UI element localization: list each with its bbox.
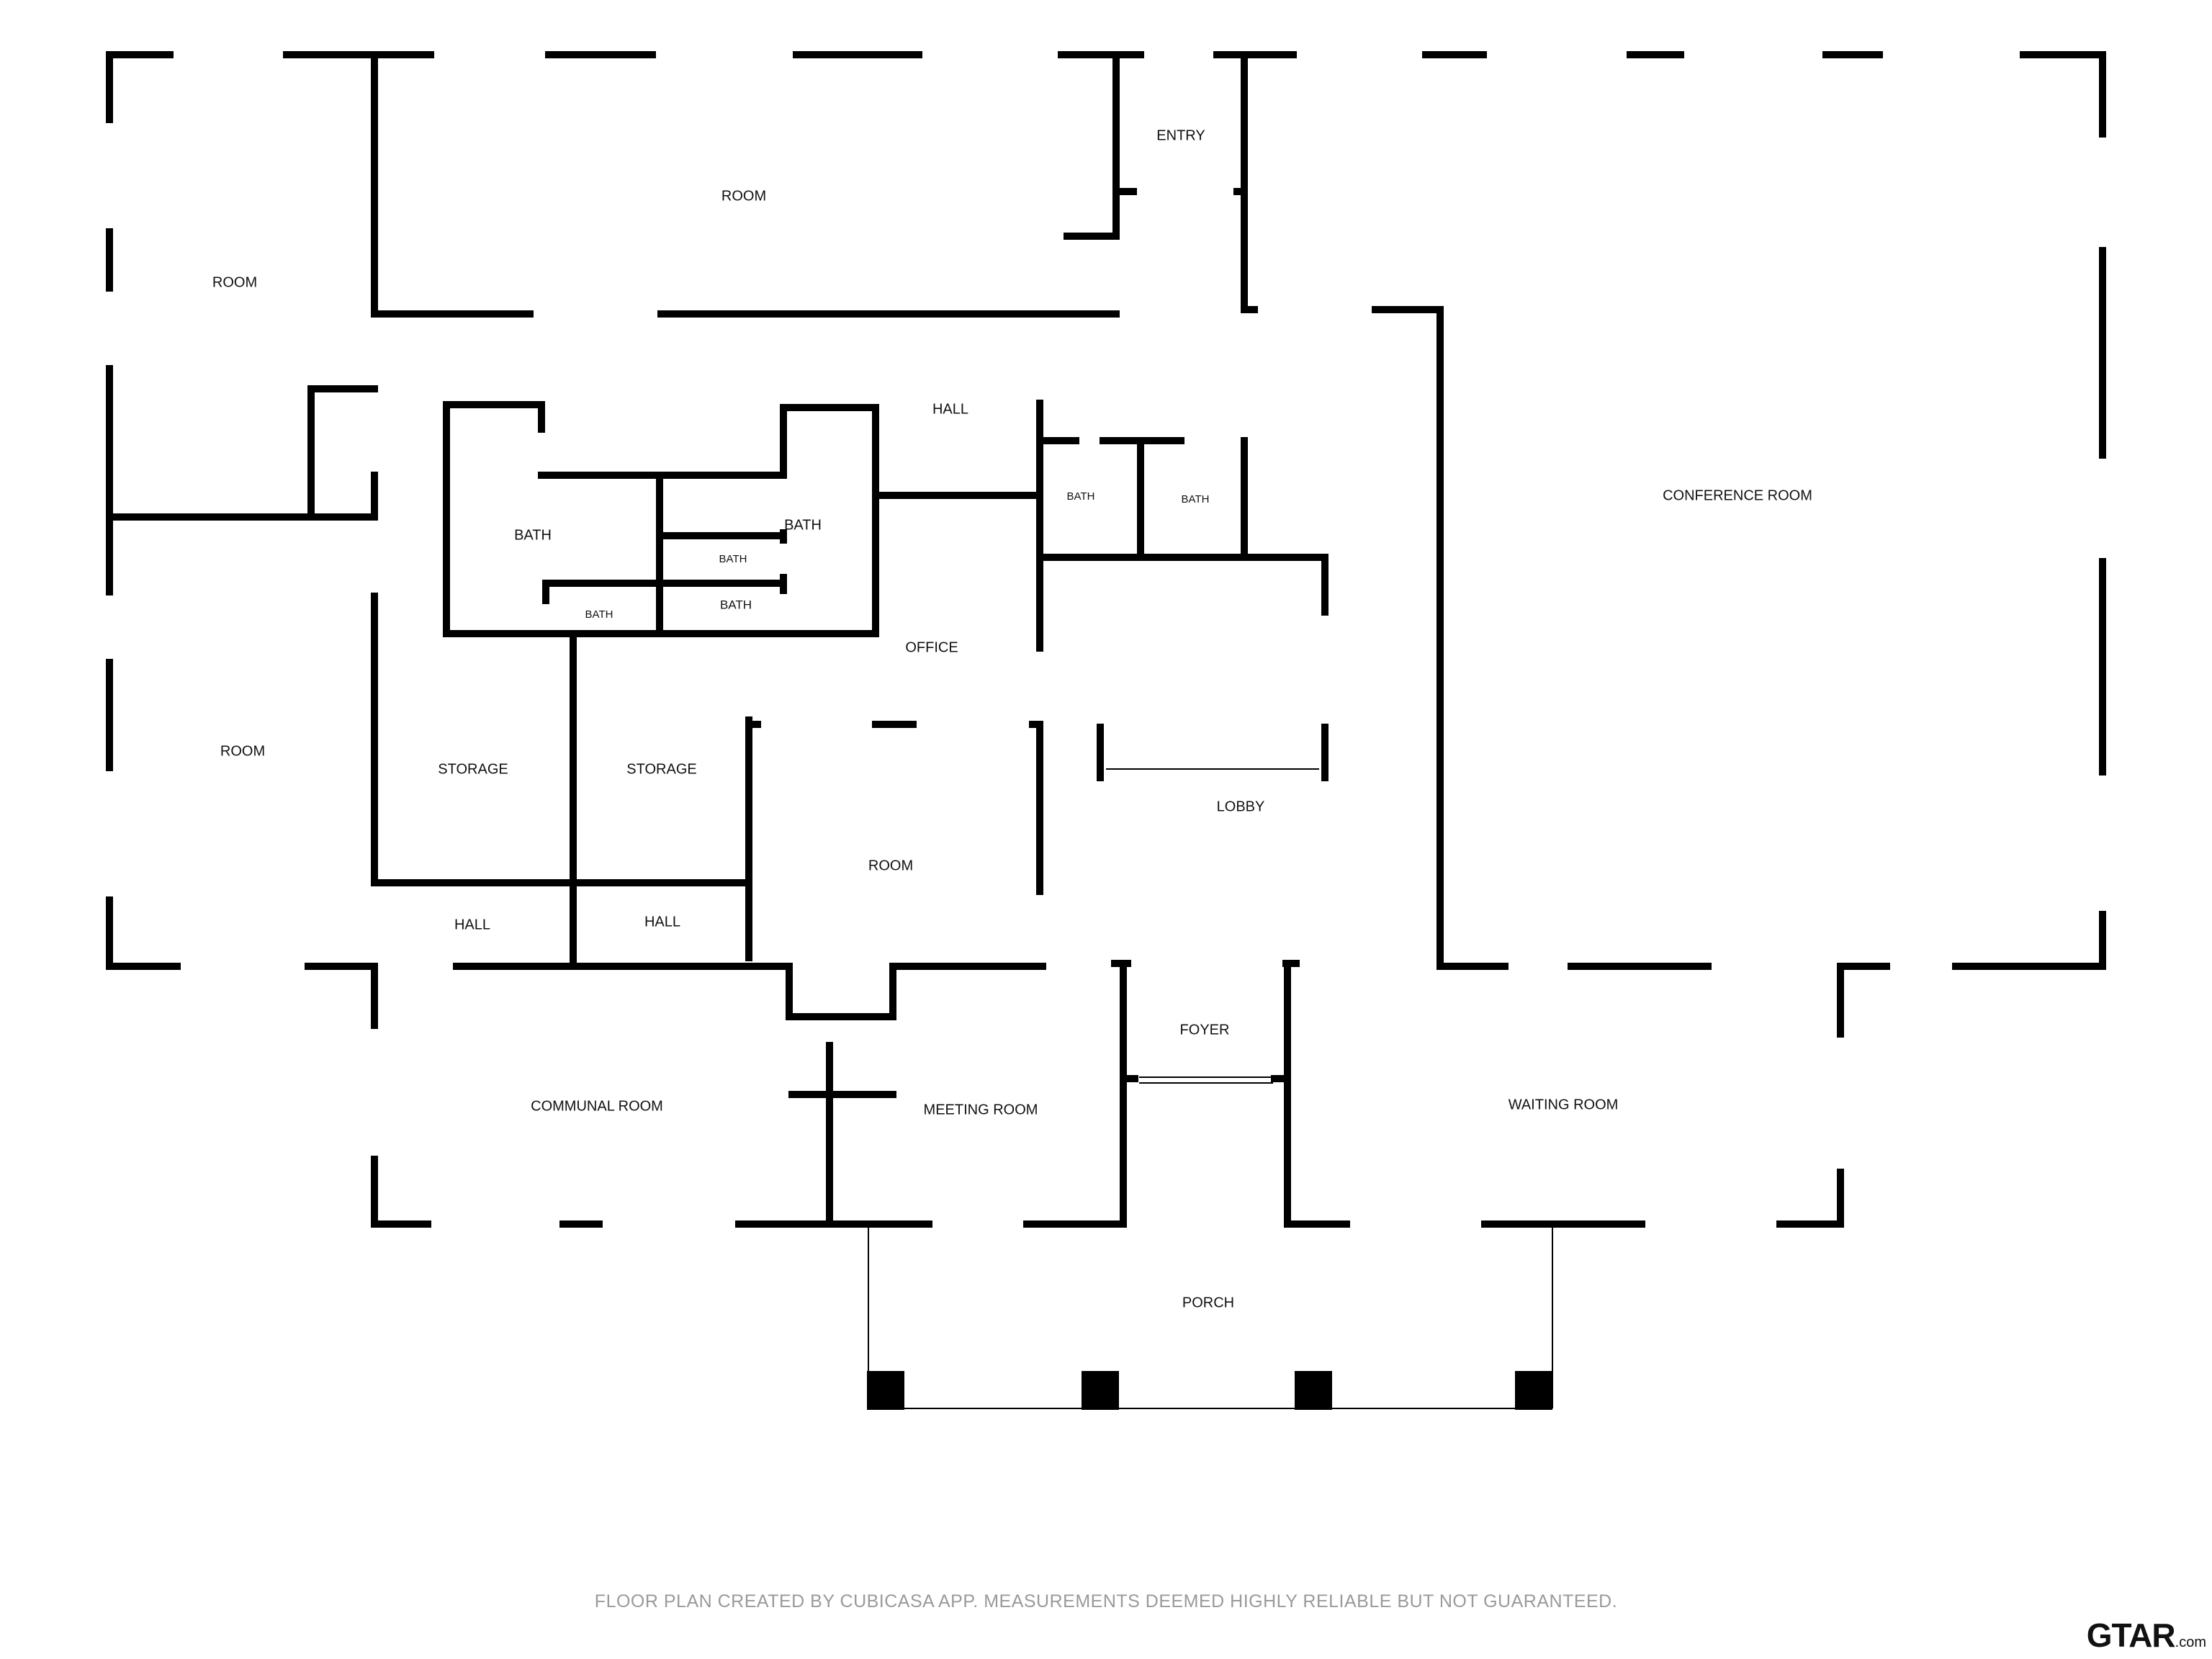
walls bbox=[106, 51, 2106, 1228]
bath-1-label: BATH bbox=[514, 527, 552, 543]
lobby-label: LOBBY bbox=[1217, 799, 1265, 814]
thin-lines bbox=[868, 768, 1553, 1409]
room-nw-label: ROOM bbox=[212, 274, 257, 290]
porch-label: PORCH bbox=[1182, 1295, 1234, 1310]
bath-3-label: BATH bbox=[719, 553, 747, 565]
bath-6-label: BATH bbox=[1067, 490, 1095, 503]
waiting-room-label: WAITING ROOM bbox=[1509, 1097, 1619, 1112]
logo-domain-text: .com bbox=[2175, 1635, 2206, 1650]
gtar-logo: GTAR.com bbox=[2087, 1616, 2206, 1655]
office-label: OFFICE bbox=[905, 639, 958, 655]
room-west-label: ROOM bbox=[220, 743, 265, 759]
storage-2-label: STORAGE bbox=[626, 761, 696, 777]
room-center-label: ROOM bbox=[868, 858, 913, 873]
conference-room-label: CONFERENCE ROOM bbox=[1663, 487, 1812, 503]
room-labels: ROOM ROOM ENTRY CONFERENCE ROOM HALL BAT… bbox=[212, 127, 1812, 1310]
storage-1-label: STORAGE bbox=[438, 761, 508, 777]
bath-4-label: BATH bbox=[720, 598, 752, 611]
communal-room-label: COMMUNAL ROOM bbox=[531, 1098, 663, 1114]
room-north-label: ROOM bbox=[721, 188, 766, 204]
hall-top-label: HALL bbox=[932, 401, 968, 417]
meeting-room-label: MEETING ROOM bbox=[924, 1102, 1038, 1118]
foyer-label: FOYER bbox=[1180, 1022, 1230, 1038]
bath-7-label: BATH bbox=[1182, 493, 1210, 505]
porch-columns bbox=[867, 1371, 1552, 1410]
hall-right-label: HALL bbox=[644, 914, 680, 930]
logo-main-text: GTAR bbox=[2086, 1617, 2176, 1654]
bath-2-label: BATH bbox=[784, 517, 822, 533]
disclaimer-text: FLOOR PLAN CREATED BY CUBICASA APP. MEAS… bbox=[594, 1591, 1618, 1611]
hall-left-label: HALL bbox=[454, 917, 490, 932]
entry-label: ENTRY bbox=[1156, 127, 1205, 143]
bath-5-label: BATH bbox=[585, 608, 613, 621]
